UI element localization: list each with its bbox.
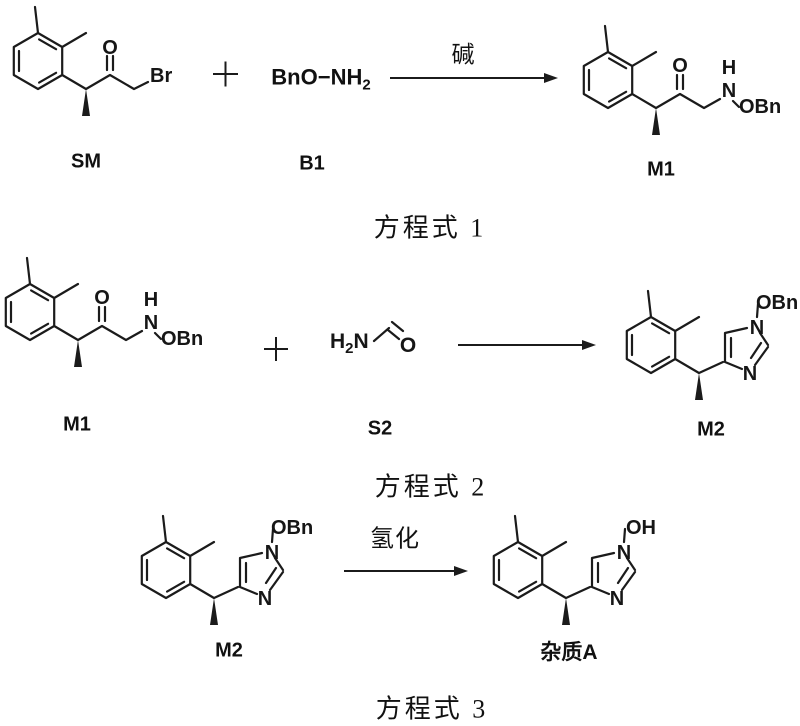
m1-atom-h: H	[722, 57, 736, 79]
m1-wedge-bond	[74, 340, 82, 367]
formula-b1: BnO−NH2	[271, 64, 370, 93]
equation2-title: 方程式 2	[374, 472, 488, 502]
reaction-arrow-eq3	[344, 566, 468, 576]
formula-b1-main: BnO−NH	[271, 64, 363, 90]
reaction-arrow-eq2	[458, 340, 596, 350]
molecule-m1-eq2: O H N OBn	[4, 256, 203, 367]
m1-atom-h: H	[144, 289, 158, 311]
sm-atom-o: O	[102, 37, 118, 59]
m1-atom-n: N	[722, 80, 736, 102]
impurity-atom-n1: N	[617, 542, 631, 564]
m2-atom-n3: N	[743, 363, 757, 385]
sm-double-bonds	[17, 38, 115, 84]
impurity-skeleton-bonds	[492, 514, 637, 600]
s2-formula-h2n: H2N	[330, 330, 369, 357]
m2-wedge-bond	[695, 373, 703, 400]
m2-double-bonds	[145, 547, 278, 593]
m2-double-bonds	[630, 322, 763, 368]
m1-atom-n: N	[144, 312, 158, 334]
m2-skeleton-bonds	[625, 289, 770, 375]
arrow-head	[454, 566, 468, 576]
s2-sub2: 2	[345, 340, 353, 357]
m2-group-obn: OBn	[271, 517, 313, 539]
s2-h: H	[330, 330, 345, 353]
impurity-wedge-bond	[562, 598, 570, 625]
m1-atom-o: O	[672, 55, 688, 77]
m2-skeleton-bonds	[140, 514, 285, 600]
m1-double-bonds	[9, 289, 107, 335]
caption-m1-eq2: M1	[63, 413, 91, 436]
sm-wedge-bond	[82, 89, 90, 116]
caption-m2-eq3: M2	[215, 639, 243, 662]
m2-atom-n1: N	[750, 317, 764, 339]
plus-sign-eq1	[213, 61, 238, 87]
impurity-group-oh: OH	[626, 517, 656, 539]
caption-b1: B1	[299, 152, 325, 175]
impurity-double-bonds	[497, 547, 630, 593]
m1-group-obn: OBn	[161, 328, 203, 350]
arrow-head	[544, 73, 558, 83]
impurity-atom-n3: N	[610, 588, 624, 610]
m1-wedge-bond	[652, 108, 660, 135]
molecule-m2-eq2: N N OBn	[625, 289, 798, 400]
m1-skeleton-bonds	[4, 256, 163, 342]
molecule-s2-formamide: H2N O	[330, 320, 416, 357]
molecule-m1-eq1: O H N OBn	[582, 24, 781, 135]
m2-atom-n1: N	[265, 542, 279, 564]
caption-m1-eq1: M1	[647, 158, 675, 181]
reaction-arrow-eq1	[390, 73, 558, 83]
m1-atom-o: O	[94, 287, 110, 309]
m1-group-obn: OBn	[739, 96, 781, 118]
molecule-impurity-a: N N OH	[492, 514, 656, 625]
equation3-title: 方程式 3	[375, 694, 489, 724]
caption-sm: SM	[71, 150, 101, 173]
molecule-sm: O Br	[12, 5, 172, 116]
plus-sign-eq2	[264, 337, 288, 361]
caption-m2-eq2: M2	[697, 418, 725, 441]
s2-n: N	[354, 330, 369, 353]
m2-wedge-bond	[210, 598, 218, 625]
condition-eq3-hydrogenation: 氢化	[370, 526, 420, 553]
sm-atom-br: Br	[150, 65, 172, 87]
m1-skeleton-bonds	[582, 24, 741, 110]
caption-s2: S2	[367, 417, 393, 440]
s2-atom-o: O	[400, 334, 416, 357]
sm-skeleton-bonds	[12, 5, 150, 91]
s2-bonds	[372, 320, 405, 343]
caption-impurity-a: 杂质A	[540, 641, 598, 664]
m1-double-bonds	[587, 57, 685, 103]
condition-eq1-base: 碱	[451, 42, 475, 67]
equation1-title: 方程式 1	[373, 213, 487, 243]
formula-b1-sub: 2	[362, 76, 371, 94]
m2-group-obn: OBn	[756, 292, 798, 314]
m2-atom-n3: N	[258, 588, 272, 610]
molecule-m2-eq3: N N OBn	[140, 514, 313, 625]
arrow-head	[582, 340, 596, 350]
